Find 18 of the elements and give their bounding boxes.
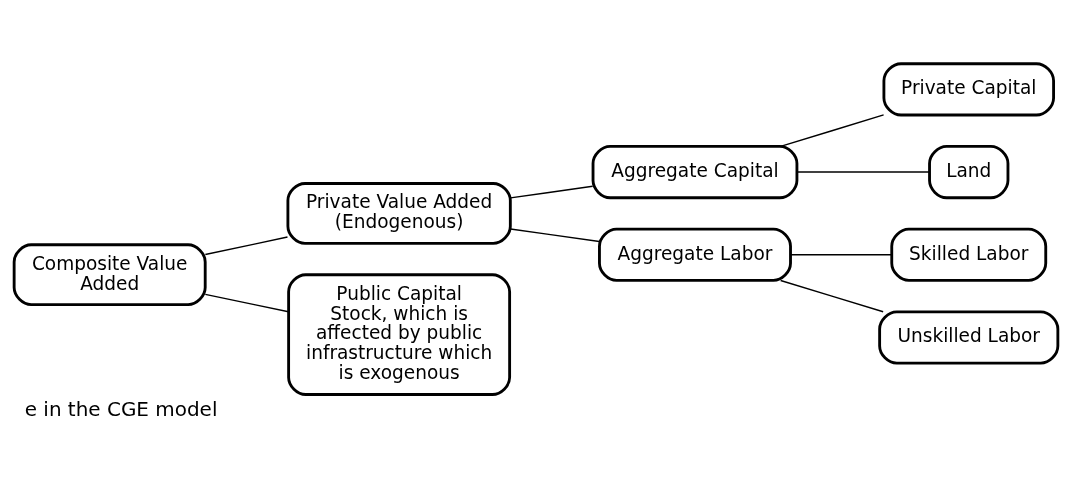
connector: [779, 114, 885, 148]
connector: [509, 228, 601, 243]
caption: e in the CGE model: [24, 397, 218, 422]
node-box: Skilled Labor: [890, 227, 1048, 282]
node-box: Private Capital: [882, 62, 1055, 117]
connector: [204, 293, 290, 313]
connector: [779, 279, 884, 313]
node-box: Composite Value Added: [12, 243, 207, 307]
node-box: Aggregate Labor: [598, 227, 792, 282]
node-box: Aggregate Capital: [591, 144, 799, 200]
node-box: Private Value Added (Endogenous): [286, 182, 512, 245]
connector: [796, 171, 930, 173]
node-box: Unskilled Labor: [878, 310, 1060, 365]
connector: [204, 236, 289, 256]
node-box: Public Capital Stock, which is affected by public infrastructure which is exogenous: [287, 273, 512, 396]
node-box: Land: [928, 144, 1010, 200]
connector: [509, 185, 594, 199]
connector: [790, 254, 893, 256]
